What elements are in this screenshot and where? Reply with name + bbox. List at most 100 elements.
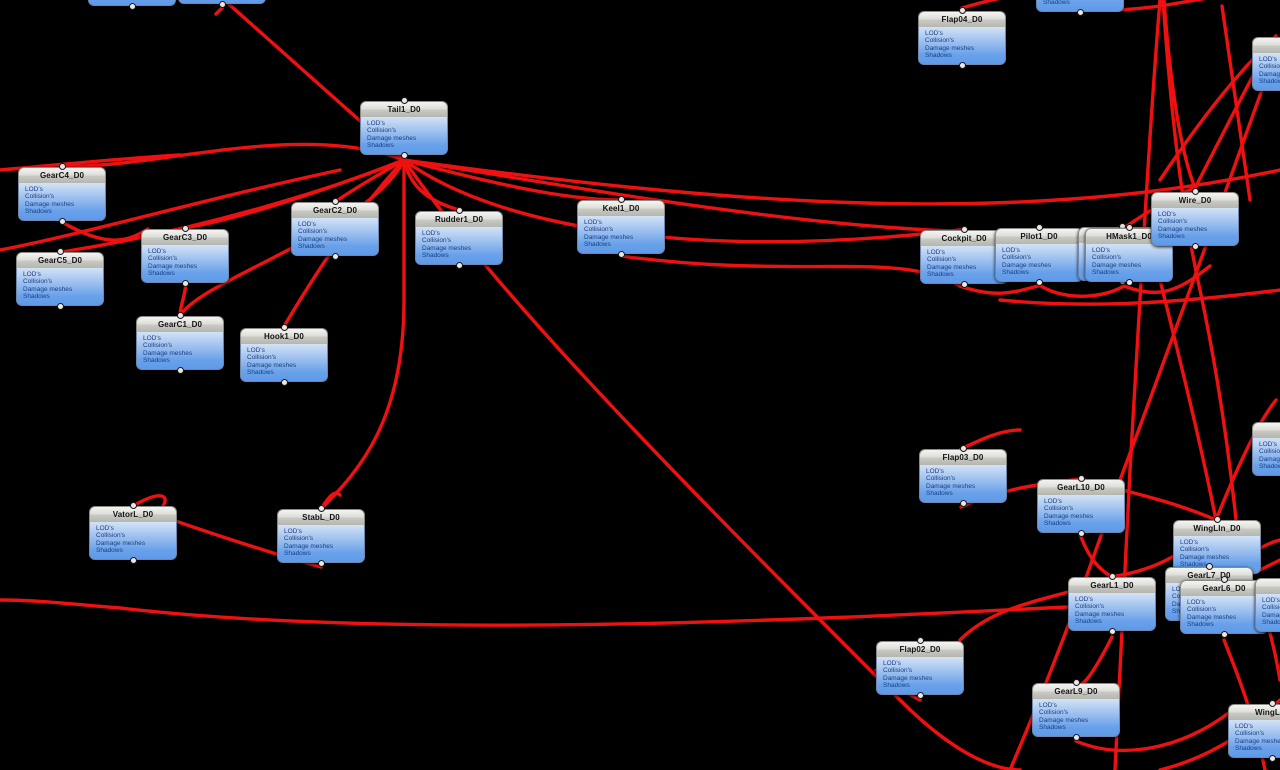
node-output-port[interactable] <box>1125 278 1133 286</box>
node-attribute: LOD's <box>143 335 161 342</box>
node-title: Cockpit_D0 <box>941 234 987 243</box>
node-attribute: Collision's <box>1235 730 1265 738</box>
node-output-port[interactable] <box>176 366 184 374</box>
node-input-port[interactable] <box>1108 573 1116 580</box>
node-input-port[interactable] <box>960 226 968 233</box>
node-input-port[interactable] <box>959 445 967 452</box>
node-output-port[interactable] <box>331 252 339 260</box>
node-output-port[interactable] <box>617 250 625 258</box>
node-output-port[interactable] <box>218 0 226 8</box>
node-input-port[interactable] <box>1125 224 1133 231</box>
node-attribute: Collision's <box>247 354 277 362</box>
node-output-port[interactable] <box>958 61 966 69</box>
node-title-bar[interactable]: G <box>1255 578 1280 594</box>
node-title-bar[interactable]: Wat <box>1252 37 1280 53</box>
wire <box>960 0 1002 10</box>
node-attribute: Collision's <box>1259 63 1280 71</box>
node-output-port[interactable] <box>1076 8 1084 16</box>
node-output-port[interactable] <box>1072 733 1080 741</box>
node-input-port[interactable] <box>280 324 288 331</box>
node-attribute: Collision's <box>883 667 913 675</box>
node-output-port[interactable] <box>1191 242 1199 250</box>
node-output-port[interactable] <box>1077 529 1085 537</box>
node-output-port[interactable] <box>181 279 189 287</box>
node-input-port[interactable] <box>56 248 64 255</box>
node-attribute: Shadows <box>925 52 952 60</box>
node-input-port[interactable] <box>916 637 924 644</box>
node-output-port[interactable] <box>1220 630 1228 638</box>
node-output-port[interactable] <box>1108 627 1116 635</box>
node-output-port[interactable] <box>56 302 64 310</box>
node-input-port[interactable] <box>181 225 189 232</box>
node-attribute: Damage meshes <box>298 235 348 243</box>
node-input-port[interactable] <box>1213 516 1221 523</box>
node-input-port[interactable] <box>317 505 325 512</box>
node-input-port[interactable] <box>129 502 137 509</box>
node-output-port[interactable] <box>317 559 325 567</box>
node-attribute: Shadows <box>1002 269 1029 277</box>
node-output-port[interactable] <box>1268 754 1276 762</box>
wire <box>619 254 962 288</box>
node-output-port[interactable] <box>280 378 288 386</box>
node-attribute: LOD's <box>422 230 440 237</box>
node-title: GearL1_D0 <box>1090 581 1134 590</box>
node-output-port[interactable] <box>128 2 136 10</box>
node-input-port[interactable] <box>1072 679 1080 686</box>
node-output-port[interactable] <box>58 217 66 225</box>
node-input-port[interactable] <box>1220 576 1228 583</box>
node-output-port[interactable] <box>960 280 968 288</box>
node-title-bar[interactable]: Wat <box>1252 422 1280 438</box>
node-output-port[interactable] <box>1035 278 1043 286</box>
node-input-port[interactable] <box>331 198 339 205</box>
node-attribute: Shadows <box>1158 233 1185 241</box>
node-output-port[interactable] <box>129 556 137 564</box>
node-input-port[interactable] <box>958 7 966 14</box>
node-input-port[interactable] <box>1035 224 1043 231</box>
node-input-port[interactable] <box>617 196 625 203</box>
node-attribute: Shadows <box>96 547 123 555</box>
wire <box>1162 0 1197 190</box>
node-input-port[interactable] <box>1191 188 1199 195</box>
node-input-port[interactable] <box>400 97 408 104</box>
node-attribute: LOD's <box>367 120 385 127</box>
node-output-port[interactable] <box>455 261 463 269</box>
node-output-port[interactable] <box>400 151 408 159</box>
node-output-port[interactable] <box>916 691 924 699</box>
node-input-port[interactable] <box>176 312 184 319</box>
node-input-port[interactable] <box>1268 700 1276 707</box>
node-input-port[interactable] <box>1077 475 1085 482</box>
node-input-port[interactable] <box>455 207 463 214</box>
node-output-port[interactable] <box>959 499 967 507</box>
node-input-port[interactable] <box>1205 563 1213 570</box>
node-input-port[interactable] <box>58 163 66 170</box>
